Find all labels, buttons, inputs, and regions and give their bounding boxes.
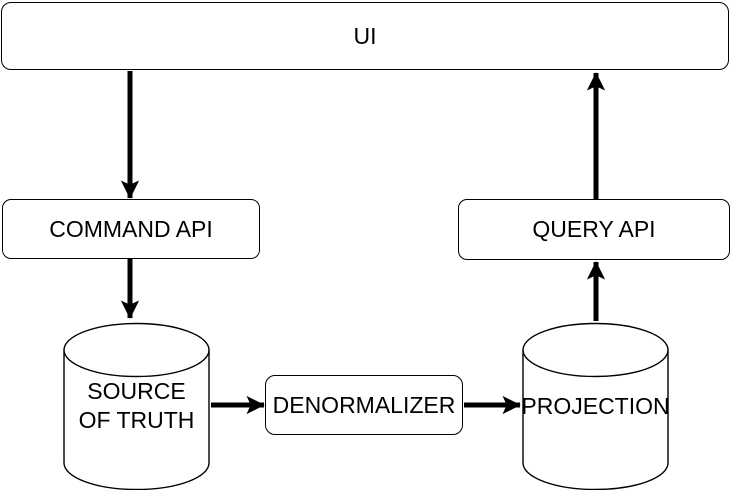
- database-cylinder-shape: [522, 322, 669, 490]
- node-projection-label: PROJECTION: [521, 392, 670, 419]
- node-ui: UI: [1, 2, 729, 70]
- node-query-api-label: QUERY API: [532, 216, 656, 242]
- database-cylinder-shape: [63, 322, 210, 490]
- node-query-api: QUERY API: [458, 199, 730, 260]
- node-denormalizer-label: DENORMALIZER: [272, 391, 456, 418]
- node-source-of-truth-label-area: SOURCE OF TRUTH: [63, 322, 210, 490]
- node-source-of-truth-label: SOURCE OF TRUTH: [78, 378, 195, 433]
- node-projection-label-area: PROJECTION: [521, 322, 670, 490]
- node-denormalizer: DENORMALIZER: [265, 375, 463, 435]
- node-command-api: COMMAND API: [2, 199, 260, 259]
- node-projection: PROJECTION: [521, 322, 670, 490]
- node-command-api-label: COMMAND API: [49, 215, 213, 242]
- node-source-of-truth: SOURCE OF TRUTH: [63, 322, 210, 490]
- node-ui-label: UI: [353, 22, 377, 49]
